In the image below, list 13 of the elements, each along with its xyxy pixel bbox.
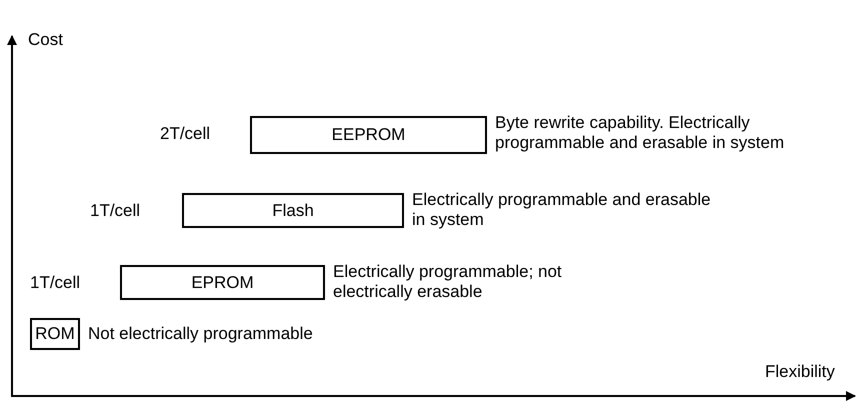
memory-type-box: Flash — [182, 193, 404, 228]
memory-type-box: ROM — [30, 318, 80, 350]
transistors-per-cell-label: 1T/cell — [30, 273, 80, 293]
transistors-per-cell-label: 1T/cell — [90, 201, 140, 221]
axis-label: Cost — [28, 30, 63, 50]
axis-label: Flexibility — [765, 362, 835, 382]
memory-type-box: EEPROM — [250, 116, 487, 154]
description-text: Byte rewrite capability. Electrically programmable and erasable in system — [495, 113, 786, 153]
memory-type-box: EPROM — [120, 265, 325, 300]
description-text: Electrically programmable and erasable in system — [412, 190, 712, 230]
description-text: Electrically programmable; not electrically erasable — [333, 262, 563, 302]
description-text: Not electrically programmable — [88, 324, 314, 344]
transistors-per-cell-label: 2T/cell — [160, 124, 210, 144]
